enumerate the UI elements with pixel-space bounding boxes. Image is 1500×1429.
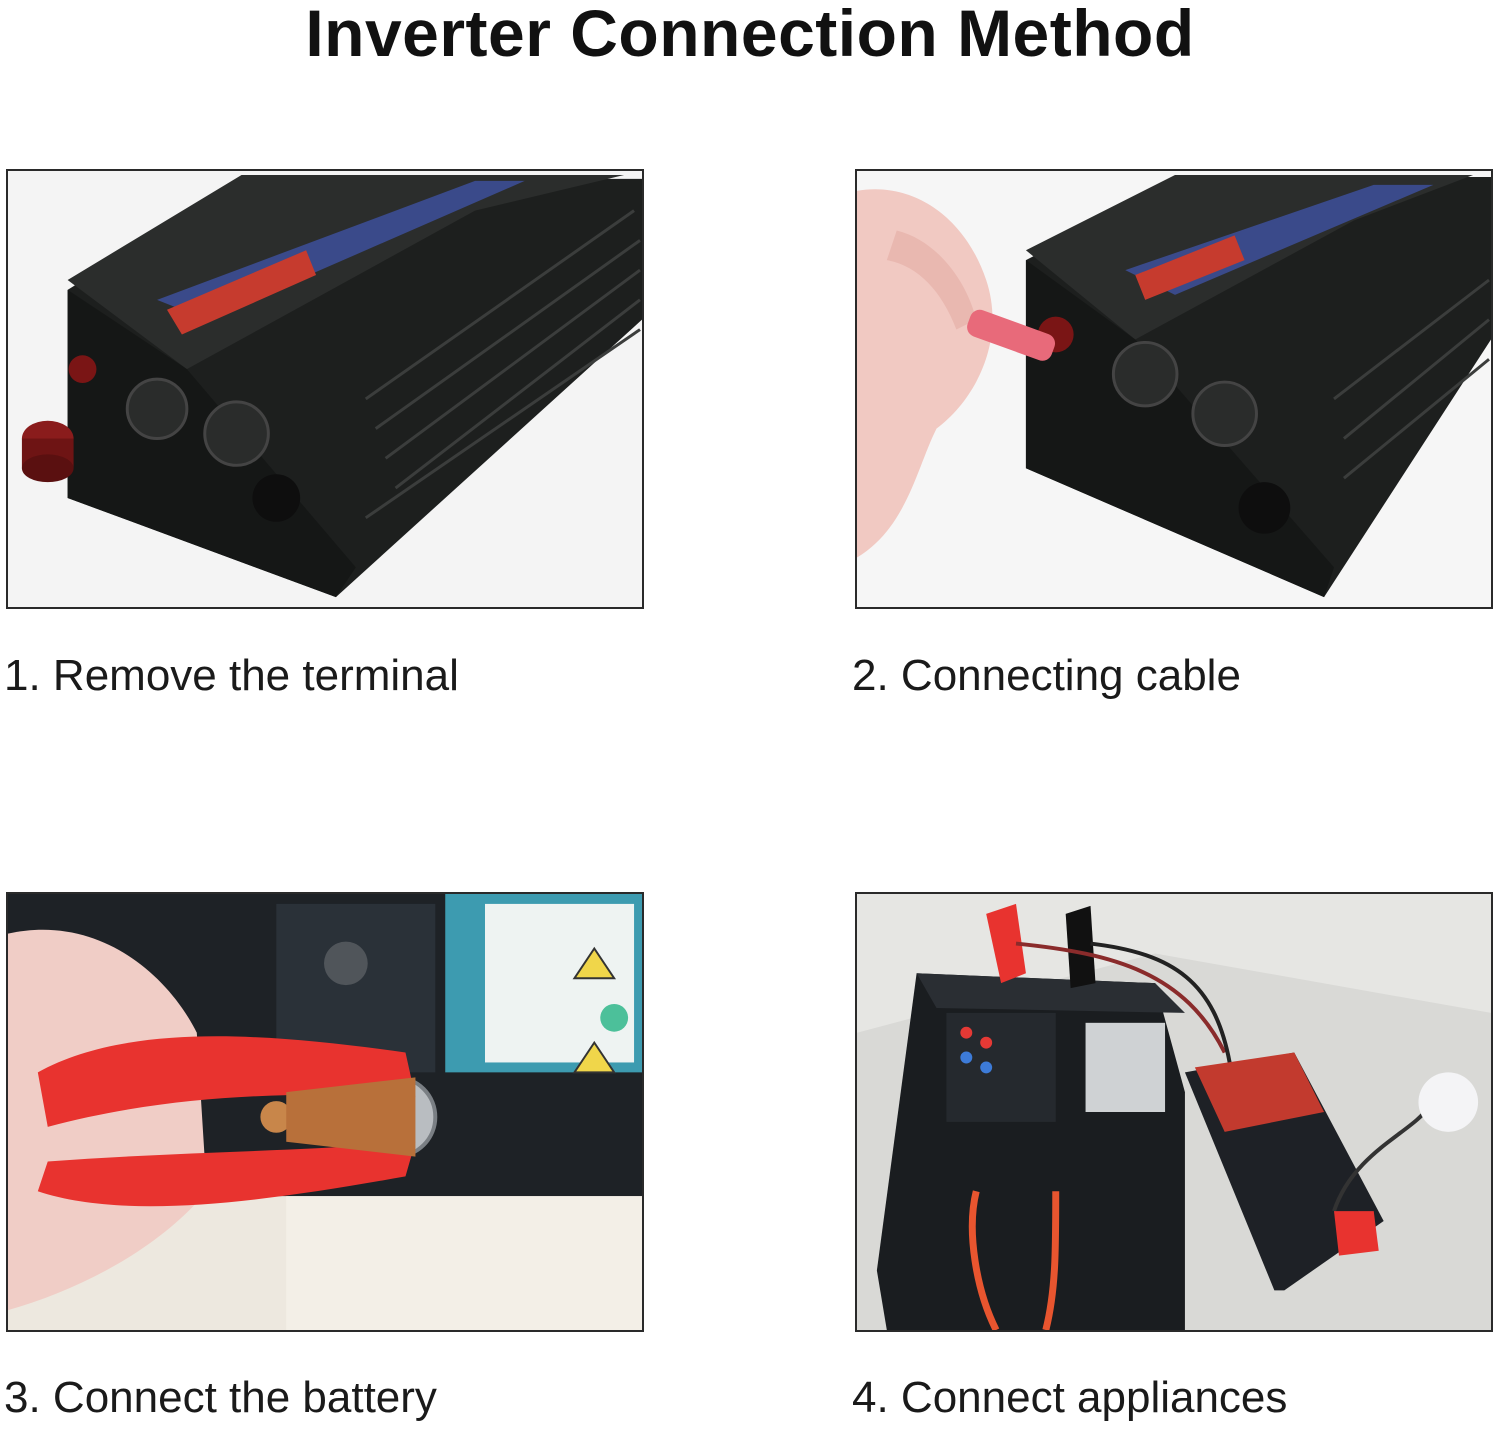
page-title: Inverter Connection Method xyxy=(305,0,1195,70)
step-2-photo xyxy=(855,169,1493,609)
step-3-caption: 3. Connect the battery xyxy=(4,1373,437,1422)
step-1-photo xyxy=(6,169,644,609)
step-3-photo xyxy=(6,892,644,1332)
step-4-caption: 4. Connect appliances xyxy=(852,1373,1288,1422)
step-4-photo xyxy=(855,892,1493,1332)
step-2-caption: 2. Connecting cable xyxy=(852,651,1241,700)
step-1-caption: 1. Remove the terminal xyxy=(4,651,459,700)
